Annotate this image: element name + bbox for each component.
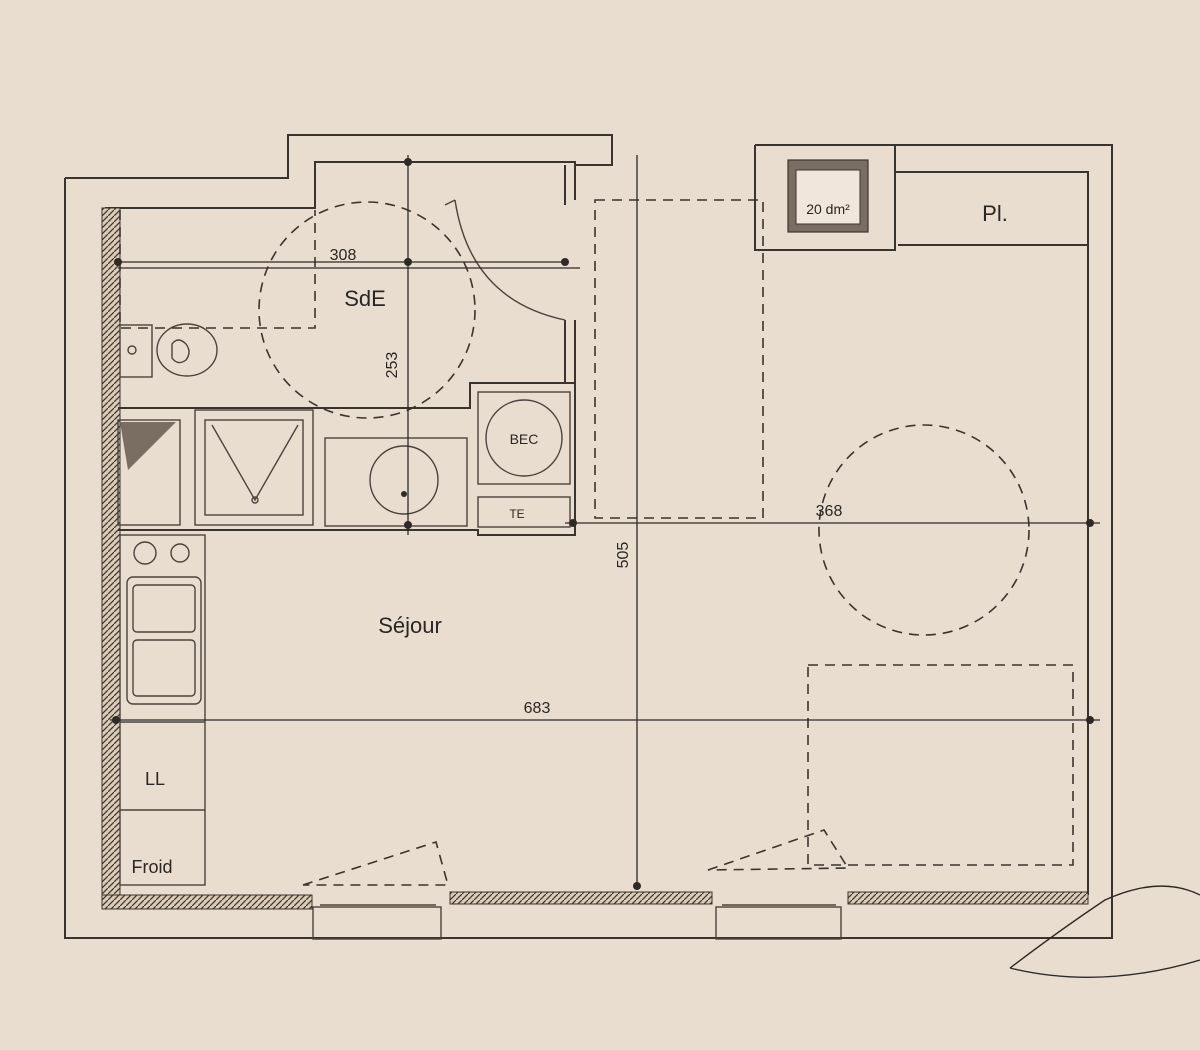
water-heater: BEC <box>477 391 571 485</box>
dimension-lines: 308 253 368 505 683 <box>110 155 1100 890</box>
bottom-insulation-mid <box>449 891 713 905</box>
bathroom-turning-circle <box>258 201 476 419</box>
fridge-label: Froid <box>131 857 172 877</box>
entrance-doors <box>302 829 850 940</box>
water-heater-label: BEC <box>510 431 539 447</box>
washing-machine-label: LL <box>145 769 165 789</box>
utility-box: TE <box>477 496 571 528</box>
bottom-insulation-right <box>847 891 1089 905</box>
bottom-insulation-left <box>101 894 313 910</box>
shower-tray-icon <box>194 409 314 526</box>
turning-circles <box>258 201 1030 636</box>
insulation-walls <box>101 207 1089 910</box>
bathroom-partitions <box>118 165 576 536</box>
living-room-label: Séjour <box>378 613 442 638</box>
bed-outline <box>594 199 764 519</box>
outer-walls <box>64 134 1113 939</box>
table-outline <box>807 664 1074 866</box>
toilet-icon <box>119 323 218 378</box>
washbasin-icon <box>324 437 468 527</box>
living-turning-circle <box>818 424 1030 636</box>
storage-label: Pl. <box>982 201 1008 226</box>
bathroom-door <box>444 199 566 321</box>
kitchenette <box>119 534 206 886</box>
bathroom-width-dim: 308 <box>330 247 357 264</box>
bathroom-height-dim: 253 <box>384 352 401 379</box>
utility-label: TE <box>509 507 524 521</box>
living-width-dim: 368 <box>816 503 843 520</box>
shower-storage <box>117 419 181 526</box>
sink-icon <box>126 576 202 705</box>
pen-scribble <box>1009 885 1200 979</box>
ventilation-duct: 20 dm² <box>787 159 869 233</box>
total-height-dim: 505 <box>615 542 632 569</box>
left-insulation <box>101 207 121 909</box>
total-width-dim: 683 <box>524 700 551 717</box>
duct-area-label: 20 dm² <box>806 201 850 217</box>
bathroom-label: SdE <box>344 286 386 311</box>
furniture-outlines <box>119 199 1074 866</box>
